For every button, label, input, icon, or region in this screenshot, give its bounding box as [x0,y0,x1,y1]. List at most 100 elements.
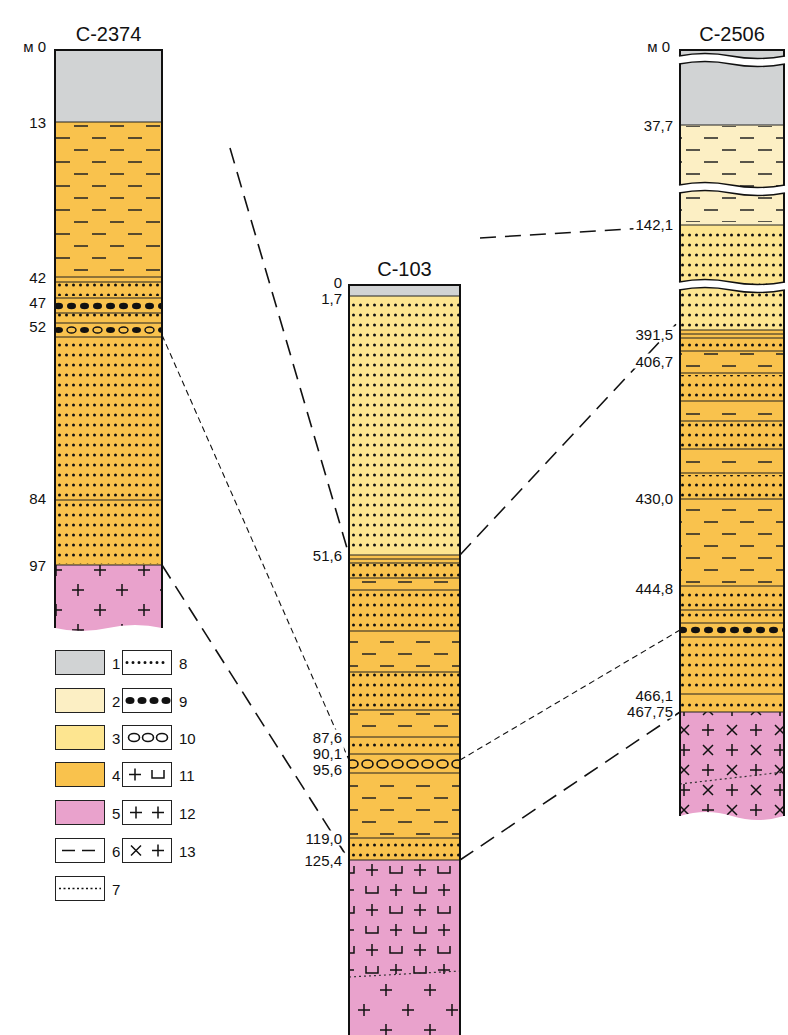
column-c103 [349,861,460,974]
depth-label: 391,5 [633,327,675,342]
column-c2506 [680,50,784,816]
depth-label: 0 [332,275,344,290]
depth-label: 95,6 [311,762,344,777]
column-c2374 [55,50,162,122]
column-c2506 [680,624,784,636]
column-c103 [349,971,460,977]
legend-samples [138,697,147,704]
legend-number: 1 [112,655,120,670]
column-c103 [349,775,460,837]
column-c2506 [680,225,784,330]
column-c103 [349,711,460,736]
legend-samples [150,697,159,704]
column-c103 [349,860,460,1035]
legend-swatch [55,650,105,675]
legend-number: 4 [112,767,120,782]
column-c2374 [55,300,162,312]
legend-samples [56,651,172,901]
legend-samples [130,807,164,819]
legend-samples [59,888,101,889]
column-c2506 [680,501,784,584]
borehole-column: С-103 [349,285,460,1035]
column-c2506 [680,712,784,820]
legend-swatch [55,725,105,750]
column-c2506 [680,228,784,328]
column-c2374 [55,123,162,276]
column-c103 [349,756,460,772]
legend-samples [123,726,172,750]
column-c2506 [680,640,784,692]
legend-samples [56,877,105,901]
depth-label: 97 [27,558,48,573]
depth-label: 430,0 [633,491,675,506]
legend-swatch [55,762,105,787]
column-c103 [349,592,460,630]
column-c103 [349,673,460,708]
column-c2506 [680,375,784,400]
column-c103 [349,738,460,753]
legend-samples [123,651,172,675]
legend-number: 9 [179,693,187,708]
depth-label: 42 [27,270,48,285]
legend-number: 2 [112,693,120,708]
column-c103 [349,633,460,671]
column-c103 [349,564,460,577]
column-c2374 [55,122,162,565]
correlation-line [460,712,680,860]
column-c2374 [55,565,162,631]
column-c2506 [680,423,784,448]
legend-samples [123,689,172,713]
column-c2506 [679,54,785,67]
legend-samples [127,661,169,664]
column-c2506 [680,711,784,712]
legend-swatch [55,800,105,825]
legend-number: 11 [179,767,195,782]
depth-label: 406,7 [633,354,675,369]
column-c2374 [55,50,162,631]
borehole-name: С-2374 [76,23,142,45]
column-c2506 [679,280,785,293]
column-c2506 [680,772,784,784]
legend-samples [157,734,168,742]
borehole-name: С-103 [377,258,431,280]
column-c2506 [680,50,784,125]
depth-label: 466,1 [633,688,675,703]
column-c103 [349,285,460,1035]
column-c2506 [680,712,784,820]
column-c2506 [679,183,785,196]
column-c2506 [680,339,784,350]
borehole-name: С-2506 [699,23,765,45]
column-c2506 [680,697,784,710]
column-c103 [349,285,460,296]
correlation-line [460,630,680,760]
legend-samples [131,845,164,857]
depth-label: м 0 [645,39,672,54]
legend-samples [129,734,140,742]
column-c2506 [680,125,784,694]
column-c2506 [679,50,785,820]
column-c103 [349,979,460,1035]
depth-label: 90,1 [311,746,344,761]
depth-label: 142,1 [633,217,675,232]
borehole-column: С-2506 [680,50,784,820]
column-c2374 [55,338,162,498]
column-c2506 [679,280,785,293]
legend-samples [123,839,172,863]
depth-label: 119,0 [304,831,344,846]
column-c103 [349,296,460,838]
legend-number: 7 [112,881,120,896]
column-c103 [349,579,460,589]
legend-samples [162,697,171,704]
depth-label: 444,8 [633,581,675,596]
column-c2506 [679,54,785,67]
depth-label: 87,6 [311,730,344,745]
legend-samples [123,801,172,825]
depth-label: 84 [27,491,48,506]
borehole-column: С-2374 [55,50,162,628]
legend-number: 5 [112,805,120,820]
column-c103 [349,298,460,553]
depth-label: 37,7 [642,118,675,133]
legend-number: 10 [179,730,196,745]
